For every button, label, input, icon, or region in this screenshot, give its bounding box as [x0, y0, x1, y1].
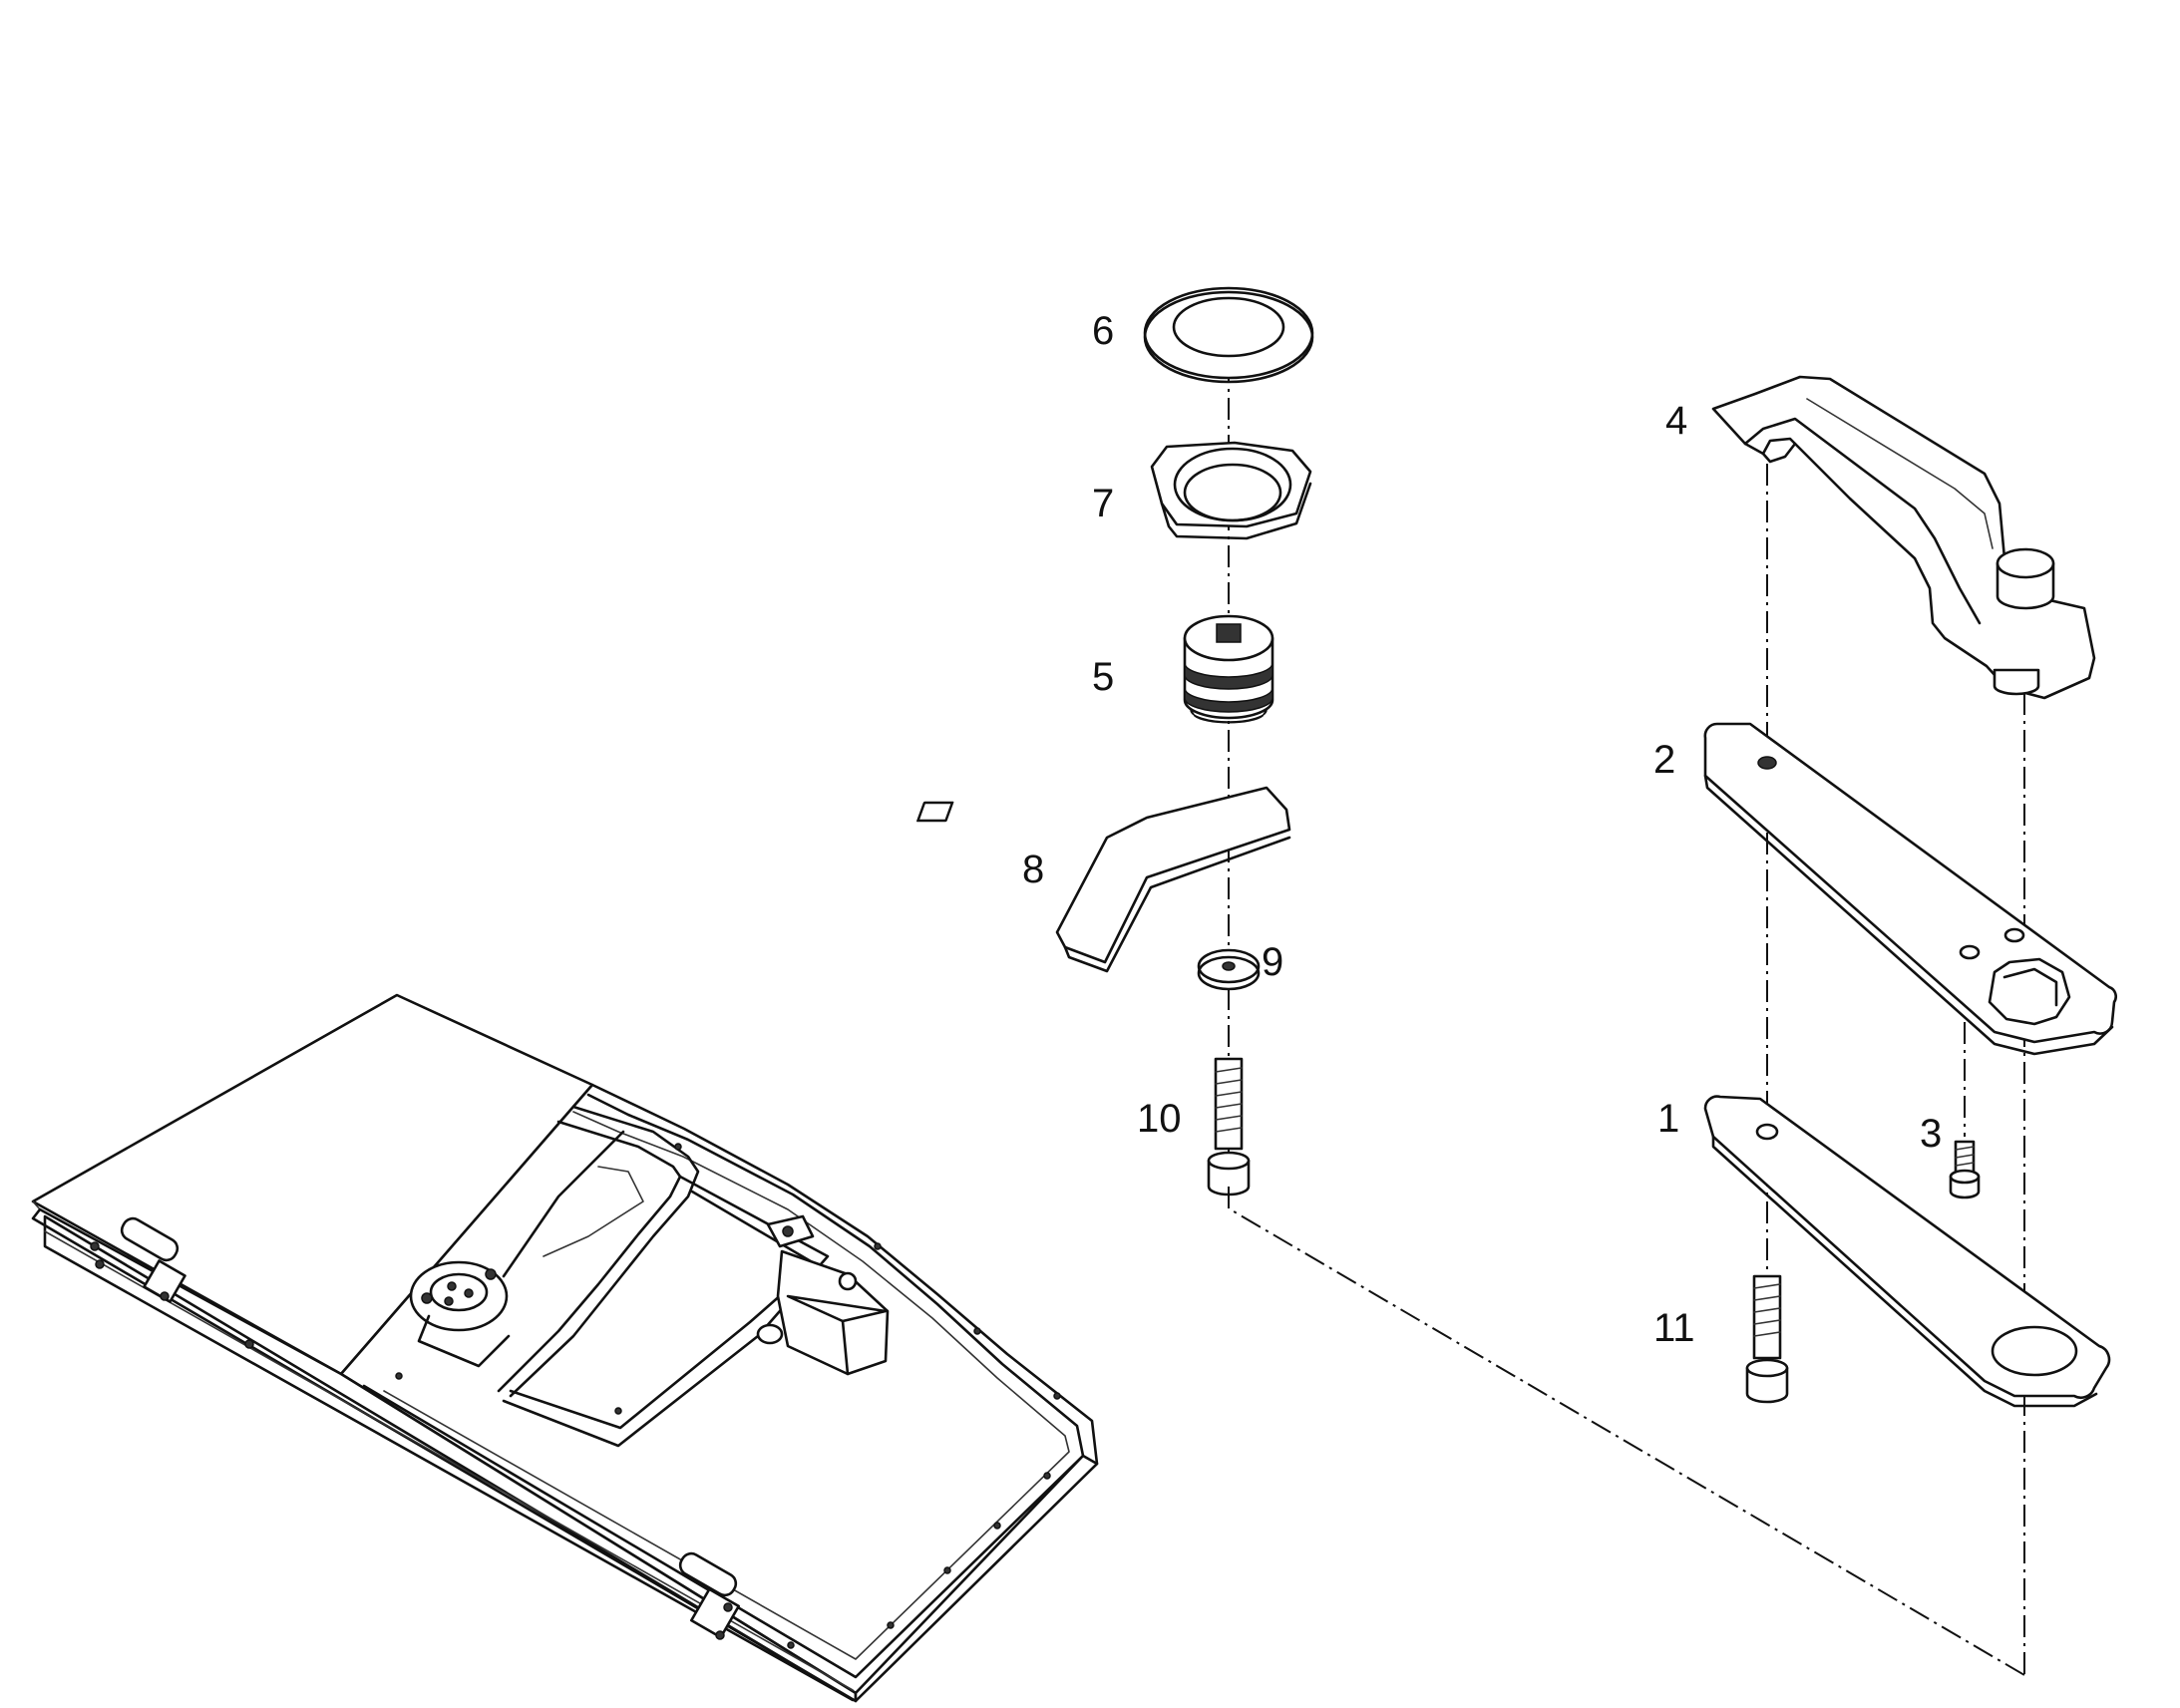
callout-6: 6	[1092, 309, 1114, 353]
part-8-lever-arm	[916, 786, 1291, 973]
callout-7: 7	[1092, 482, 1114, 525]
callout-4: 4	[1665, 399, 1687, 443]
callout-9: 9	[1262, 940, 1283, 984]
callout-5: 5	[1092, 655, 1114, 699]
part-11-cap-screw	[1745, 1274, 1789, 1404]
right-axes	[1766, 464, 2025, 1675]
callout-2: 2	[1653, 738, 1675, 782]
callout-8: 8	[1022, 848, 1044, 891]
part-7-hex-nut	[1150, 441, 1312, 540]
part-9-small-washer	[1197, 948, 1261, 991]
assembly-context-view	[31, 993, 1099, 1703]
callout-3: 3	[1920, 1112, 1942, 1156]
part-4-handle	[1711, 375, 2096, 700]
part-6-washer	[1143, 286, 1314, 384]
callout-11: 11	[1653, 1306, 1695, 1350]
callout-10: 10	[1137, 1097, 1182, 1141]
part-1-flat-plate	[1703, 1095, 2111, 1408]
part-5-slotted-bushing	[1183, 614, 1274, 724]
part-2-flat-bar	[1703, 722, 2117, 1056]
part-10-cap-screw	[1207, 1057, 1251, 1196]
callout-labels: 6 7 5 8 9 10 4 2 1 3 11	[1022, 309, 1942, 1350]
connection-line	[1228, 1187, 2025, 1676]
part-3-small-screw	[1949, 1140, 1981, 1199]
callout-1: 1	[1657, 1097, 1679, 1141]
